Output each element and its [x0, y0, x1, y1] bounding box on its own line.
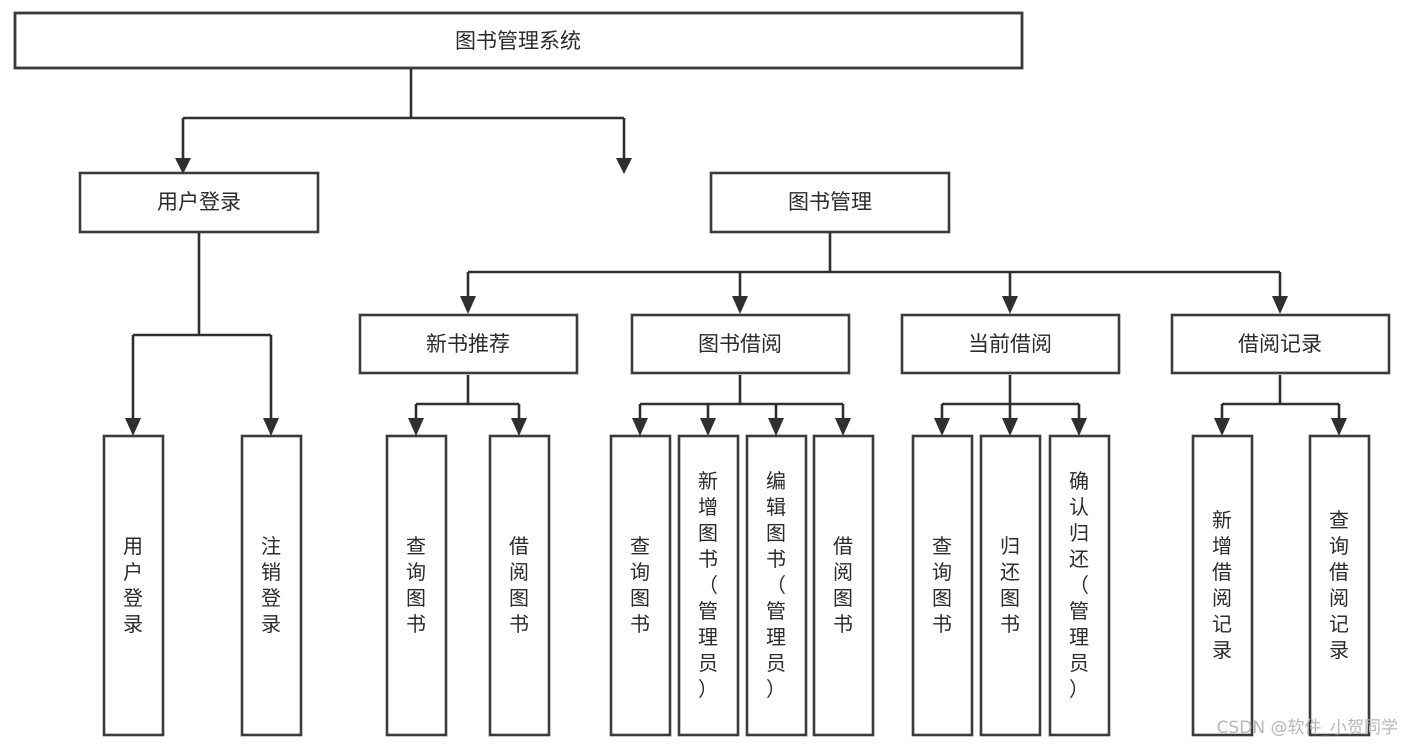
arrow-head-leaf-edit-book	[768, 418, 784, 436]
node-user-login-label: 用户登录	[157, 190, 241, 214]
node-root[interactable]: 图书管理系统	[13, 11, 1024, 70]
node-leaf-borrow-book-2-box[interactable]	[812, 434, 875, 737]
csdn-watermark: CSDN @软件_小贺同学	[1217, 718, 1398, 738]
node-book-management-label: 图书管理	[788, 190, 872, 214]
node-leaf-add-record-box[interactable]	[1191, 434, 1254, 737]
node-leaf-logout[interactable]: 注销登录	[240, 434, 303, 737]
node-book-management-box[interactable]	[709, 171, 951, 234]
node-leaf-edit-book[interactable]: 编辑图书（管理员）	[745, 434, 808, 737]
node-leaf-query-book-2-box[interactable]	[609, 434, 672, 737]
node-leaf-query-book-1[interactable]: 查询图书	[385, 434, 448, 737]
node-leaf-confirm-return-label: 确认归还（管理员）	[1069, 469, 1089, 701]
node-root-box[interactable]	[13, 11, 1024, 70]
arrow-head-borrow-record	[1272, 296, 1288, 314]
node-leaf-add-record-label: 新增借阅记录	[1212, 508, 1232, 662]
arrow-head-book-management	[616, 158, 632, 174]
node-root-label: 图书管理系统	[455, 29, 581, 53]
node-leaf-query-book-3-label: 查询图书	[932, 534, 952, 636]
node-leaf-borrow-book-1[interactable]: 借阅图书	[488, 434, 551, 737]
node-leaf-add-record[interactable]: 新增借阅记录	[1191, 434, 1254, 737]
node-leaf-user-login-label: 用户登录	[123, 534, 143, 636]
node-book-borrow[interactable]: 图书借阅	[630, 313, 851, 375]
node-leaf-return-book[interactable]: 归还图书	[979, 434, 1042, 737]
arrow-head-leaf-query-book-2	[632, 418, 648, 436]
node-leaf-query-book-1-box[interactable]	[385, 434, 448, 737]
node-borrow-record-box[interactable]	[1170, 313, 1391, 375]
node-leaf-query-book-3-box[interactable]	[911, 434, 974, 737]
node-borrow-record[interactable]: 借阅记录	[1170, 313, 1391, 375]
node-borrow-record-label: 借阅记录	[1238, 332, 1322, 356]
arrow-head-current-borrow	[1002, 296, 1018, 314]
node-leaf-query-book-3[interactable]: 查询图书	[911, 434, 974, 737]
node-leaf-edit-book-label: 编辑图书（管理员）	[766, 469, 786, 701]
node-user-login[interactable]: 用户登录	[78, 171, 320, 234]
arrow-head-leaf-add-record	[1214, 418, 1230, 436]
node-current-borrow-box[interactable]	[900, 313, 1121, 375]
node-book-borrow-label: 图书借阅	[698, 332, 782, 356]
node-leaf-query-book-2[interactable]: 查询图书	[609, 434, 672, 737]
node-leaf-confirm-return-box[interactable]	[1048, 434, 1111, 737]
arrow-head-book-borrow	[732, 296, 748, 314]
arrow-head-leaf-return-book	[1002, 418, 1018, 436]
arrow-head-leaf-borrow-book-2	[835, 418, 851, 436]
node-leaf-edit-book-box[interactable]	[745, 434, 808, 737]
node-leaf-user-login[interactable]: 用户登录	[102, 434, 165, 737]
node-leaf-confirm-return[interactable]: 确认归还（管理员）	[1048, 434, 1111, 737]
arrow-head-new-book-recommend	[460, 296, 476, 314]
node-leaf-user-login-box[interactable]	[102, 434, 165, 737]
arrow-head-leaf-query-record	[1331, 418, 1347, 436]
node-book-borrow-box[interactable]	[630, 313, 851, 375]
node-user-login-box[interactable]	[78, 171, 320, 234]
node-leaf-borrow-book-1-box[interactable]	[488, 434, 551, 737]
arrow-head-leaf-query-book-3	[934, 418, 950, 436]
node-current-borrow[interactable]: 当前借阅	[900, 313, 1121, 375]
node-leaf-return-book-box[interactable]	[979, 434, 1042, 737]
arrow-head-leaf-add-book	[700, 418, 716, 436]
node-new-book-recommend-box[interactable]	[358, 313, 579, 375]
node-new-book-recommend-label: 新书推荐	[426, 332, 510, 356]
node-leaf-add-book-box[interactable]	[677, 434, 740, 737]
node-leaf-query-record[interactable]: 查询借阅记录	[1308, 434, 1371, 737]
node-leaf-add-book[interactable]: 新增图书（管理员）	[677, 434, 740, 737]
node-leaf-borrow-book-2[interactable]: 借阅图书	[812, 434, 875, 737]
node-leaf-query-book-1-label: 查询图书	[406, 534, 426, 636]
arrow-head-leaf-logout	[263, 418, 279, 436]
node-leaf-query-record-box[interactable]	[1308, 434, 1371, 737]
arrow-head-leaf-borrow-book-1	[511, 418, 527, 436]
arrow-head-leaf-query-book-1	[408, 418, 424, 436]
node-leaf-logout-label: 注销登录	[261, 534, 281, 636]
arrow-head-leaf-confirm-return	[1071, 418, 1087, 436]
node-leaf-query-record-label: 查询借阅记录	[1329, 508, 1349, 662]
node-leaf-query-book-2-label: 查询图书	[630, 534, 650, 636]
node-leaf-borrow-book-2-label: 借阅图书	[833, 534, 853, 636]
node-leaf-add-book-label: 新增图书（管理员）	[698, 469, 718, 701]
node-leaf-logout-box[interactable]	[240, 434, 303, 737]
node-new-book-recommend[interactable]: 新书推荐	[358, 313, 579, 375]
node-leaf-borrow-book-1-label: 借阅图书	[509, 534, 529, 636]
node-book-management[interactable]: 图书管理	[709, 171, 951, 234]
connector-layer	[125, 68, 1347, 436]
node-current-borrow-label: 当前借阅	[968, 332, 1052, 356]
arrow-head-leaf-user-login	[125, 418, 141, 436]
arrow-head-user-login	[175, 158, 191, 174]
node-leaf-return-book-label: 归还图书	[1000, 534, 1020, 636]
